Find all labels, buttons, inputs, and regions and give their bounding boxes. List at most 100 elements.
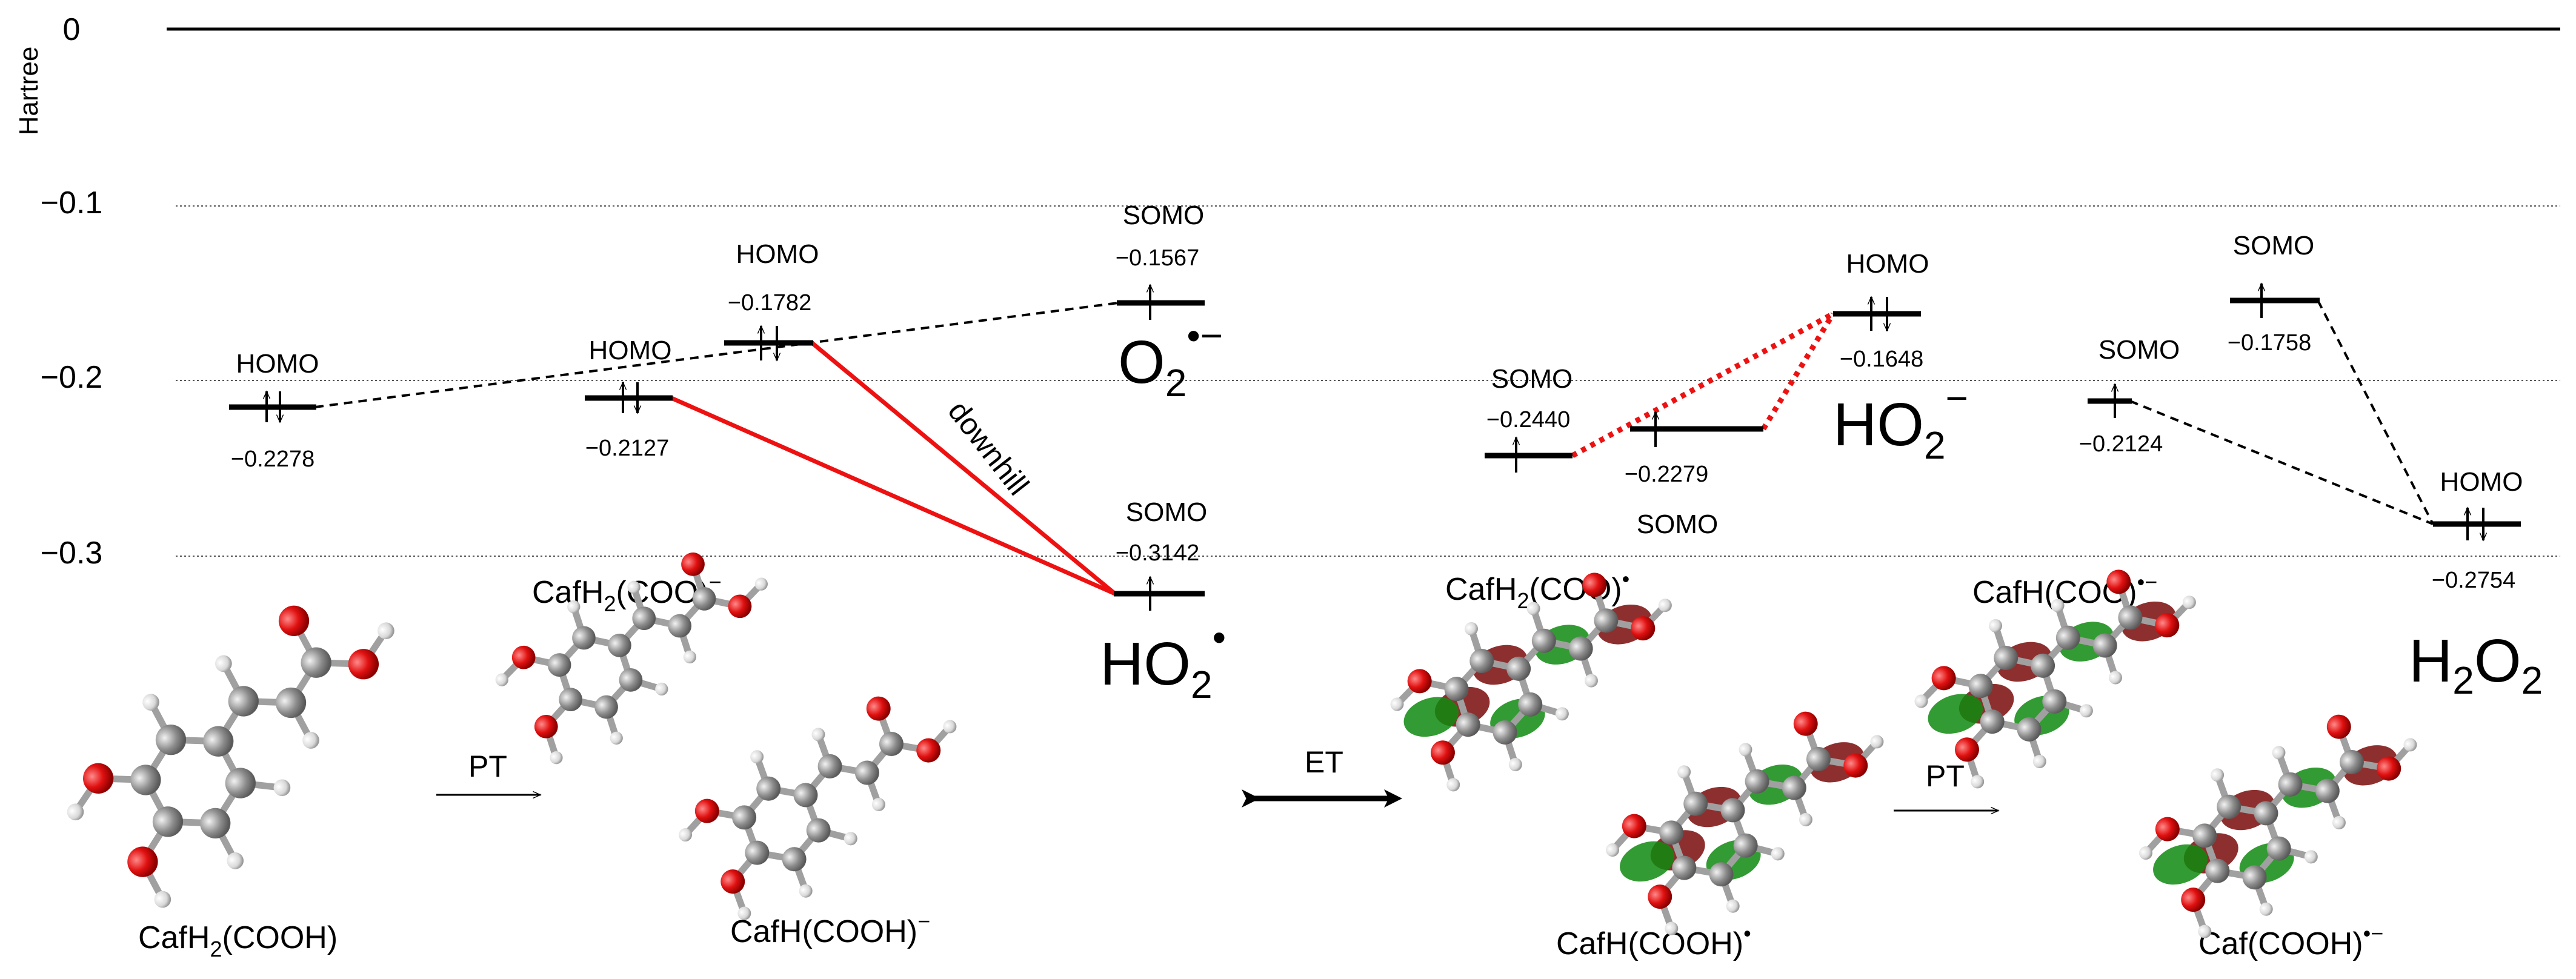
carbon-atom: [152, 806, 184, 837]
hydrogen-atom: [2182, 596, 2196, 609]
hydrogen-atom: [2032, 755, 2046, 769]
hydrogen-atom: [655, 682, 668, 696]
hydrogen-atom: [2108, 671, 2122, 685]
molecule-structure: [1390, 572, 1672, 792]
hydrogen-atom: [154, 891, 171, 908]
level-cafh-coo-radical-anion: SOMO −0.2124: [2079, 335, 2180, 457]
level-h2o2: HOMO −0.2754: [2432, 467, 2523, 593]
oxygen-atom: [694, 798, 719, 823]
hydrogen-atom: [1971, 775, 1985, 789]
hydrogen-atom: [943, 720, 957, 734]
hydrogen-atom: [811, 728, 825, 742]
oxygen-atom: [1793, 711, 1818, 736]
oxygen-atom: [916, 738, 941, 763]
connector-red-homo2-ho2: [670, 396, 1116, 596]
downhill-label: downhill: [942, 394, 1036, 502]
hydrogen-atom: [1677, 765, 1691, 779]
oxygen-atom: [721, 869, 745, 894]
level-o2-radical-anion: SOMO −0.1567: [1116, 201, 1205, 320]
carbon-atom: [1568, 636, 1593, 661]
carbon-atom: [782, 847, 807, 872]
orbital-energy: −0.1758: [2228, 330, 2311, 356]
species-ho2-anion: HO2−: [1833, 376, 1968, 467]
orbital-energy: −0.2127: [585, 436, 669, 461]
carbon-atom: [692, 587, 716, 611]
molecule-label-cafh-cooh-anion: CafH(COOH)−: [730, 909, 930, 949]
hydrogen-atom: [2079, 704, 2093, 718]
carbon-atom: [632, 606, 656, 631]
oxygen-atom: [681, 552, 705, 576]
hydrogen-atom: [737, 906, 751, 920]
carbon-atom: [1968, 674, 1993, 699]
connectors: [315, 300, 2434, 596]
orbital-type: HOMO: [2440, 467, 2523, 497]
hydrogen-atom: [215, 655, 232, 672]
oxygen-atom: [1622, 814, 1646, 838]
orbital-energy: −0.3142: [1116, 540, 1199, 566]
oxygen-atom: [728, 594, 752, 619]
level-cafh2-coo-radical: SOMO −0.2440: [1485, 364, 1573, 473]
hydrogen-atom: [550, 751, 563, 765]
oxygen-atom: [2181, 888, 2206, 912]
hydrogen-atom: [1771, 847, 1785, 861]
axis-unit-label: Hartree: [14, 47, 44, 136]
molecule-structure: [1914, 569, 2196, 789]
orbital-type: HOMO: [1846, 249, 1929, 279]
hydrogen-atom: [2198, 924, 2212, 938]
oxygen-atom: [348, 649, 379, 680]
carbon-atom: [1659, 820, 1684, 845]
carbon-atom: [2278, 772, 2303, 797]
connector-dashed-somo3-h2o2: [2129, 400, 2434, 525]
level-ho2-anion: HOMO −0.1648: [1833, 249, 1929, 372]
molecule-structure: [67, 605, 394, 908]
molecule-structure: [1606, 711, 1884, 935]
carbon-atom: [225, 768, 256, 798]
hydrogen-atom: [1988, 619, 2002, 632]
hydrogen-atom: [495, 673, 508, 686]
orbital-lobe: [1928, 694, 1983, 734]
carbon-atom: [547, 653, 571, 677]
molecule-label-caf-cooh-radical-anion: Caf(COOH)•−: [2198, 921, 2383, 961]
orbital-energy: −0.1567: [1116, 245, 1199, 271]
hydrogen-atom: [2403, 738, 2417, 752]
carbon-atom: [732, 805, 757, 830]
hydrogen-atom: [1555, 707, 1569, 721]
hydrogen-atom: [754, 577, 768, 591]
hydrogen-atom: [2304, 850, 2318, 864]
connector-red-homo3-ho2: [810, 341, 1117, 596]
hydrogen-atom: [142, 694, 159, 711]
carbon-atom: [1672, 855, 1697, 880]
level-cafh-cooh-anion: HOMO −0.1782: [724, 239, 819, 360]
carbon-atom: [203, 726, 234, 757]
carbon-atom: [559, 688, 582, 712]
hydrogen-atom: [1526, 602, 1540, 616]
carbon-atom: [2092, 633, 2117, 658]
hydrogen-atom: [1446, 778, 1460, 792]
oxygen-atom: [1631, 616, 1656, 641]
hydrogen-atom: [1726, 899, 1740, 913]
hydrogen-atom: [1390, 697, 1404, 711]
hydrogen-atom: [2259, 902, 2273, 916]
carbon-atom: [1444, 677, 1469, 702]
oxygen-atom: [1648, 884, 1672, 909]
carbon-atom: [817, 754, 842, 778]
carbon-atom: [2118, 605, 2143, 630]
hydrogen-atom: [683, 650, 696, 664]
orbital-type: SOMO: [1126, 497, 1207, 527]
hydrogen-atom: [1914, 694, 1928, 708]
hydrogen-atom: [1606, 843, 1620, 857]
orbital-type: SOMO: [2098, 335, 2180, 365]
hydrogen-atom: [227, 852, 244, 869]
orbital-energy: −0.1648: [1840, 347, 1923, 372]
carbon-atom: [806, 818, 831, 843]
orbital-energy: −0.2278: [231, 446, 315, 472]
molecule-renderings: [67, 552, 2417, 938]
carbon-atom: [2339, 749, 2364, 774]
connector-dotted-somo2-homo: [1761, 312, 1835, 431]
carbon-atom: [793, 783, 818, 808]
molecule-structure: [495, 552, 768, 765]
carbon-atom: [1782, 775, 1806, 800]
carbon-atom: [1493, 720, 1517, 745]
level-ho2-radical: SOMO −0.3142: [1114, 497, 1207, 611]
oxygen-atom: [1931, 666, 1956, 691]
